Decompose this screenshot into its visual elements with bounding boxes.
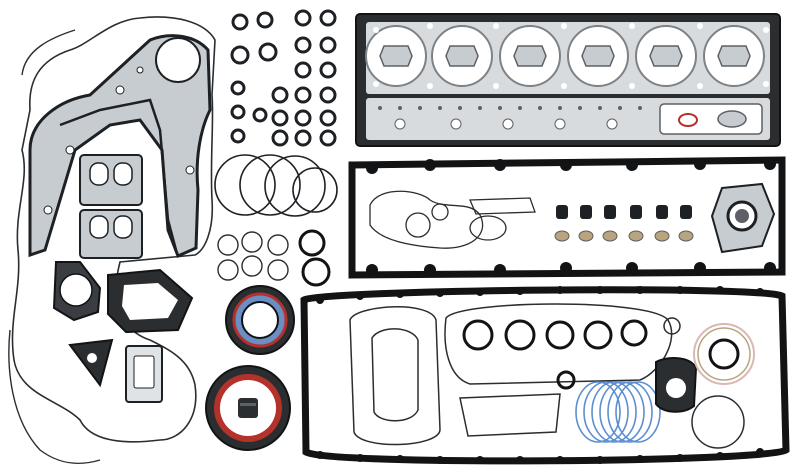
blue-seal-rings [575,381,661,443]
oil-pan-o-rings [462,319,648,351]
front-crank-seal [205,365,291,451]
thin-wire-seal-left [8,29,101,465]
exhaust-port-gasket-lower [79,209,143,259]
thick-o-rings-pair [298,229,331,287]
valve-cover-gasket [348,156,786,279]
thin-cover-seals [369,190,536,249]
small-o-rings-group [230,9,337,147]
oil-pump-gasket-black [107,268,194,334]
sleeve-icon [238,398,258,418]
mid-thin-rings [217,231,289,281]
large-thin-o-rings [214,154,338,217]
flange-gasket-black-right [655,357,698,413]
triangle-flange-gasket [68,338,114,388]
small-black-ring [556,370,576,390]
rear-cover-flange-gasket [710,182,776,254]
injector-seal-set [554,205,694,242]
exhaust-port-gasket-upper [79,154,143,206]
timing-cover-outline-gasket [11,16,216,443]
large-seal-rings-right [663,317,755,449]
water-pump-gasket-round [52,261,102,322]
plate-hole-large [155,37,201,83]
front-plate-gasket [28,34,212,259]
square-flange-gasket [125,345,163,403]
rear-crank-seal [225,285,295,355]
oil-pan-thin-seals [349,303,673,446]
cylinder-head-gasket [355,13,781,147]
oil-pan-gasket [300,286,790,465]
